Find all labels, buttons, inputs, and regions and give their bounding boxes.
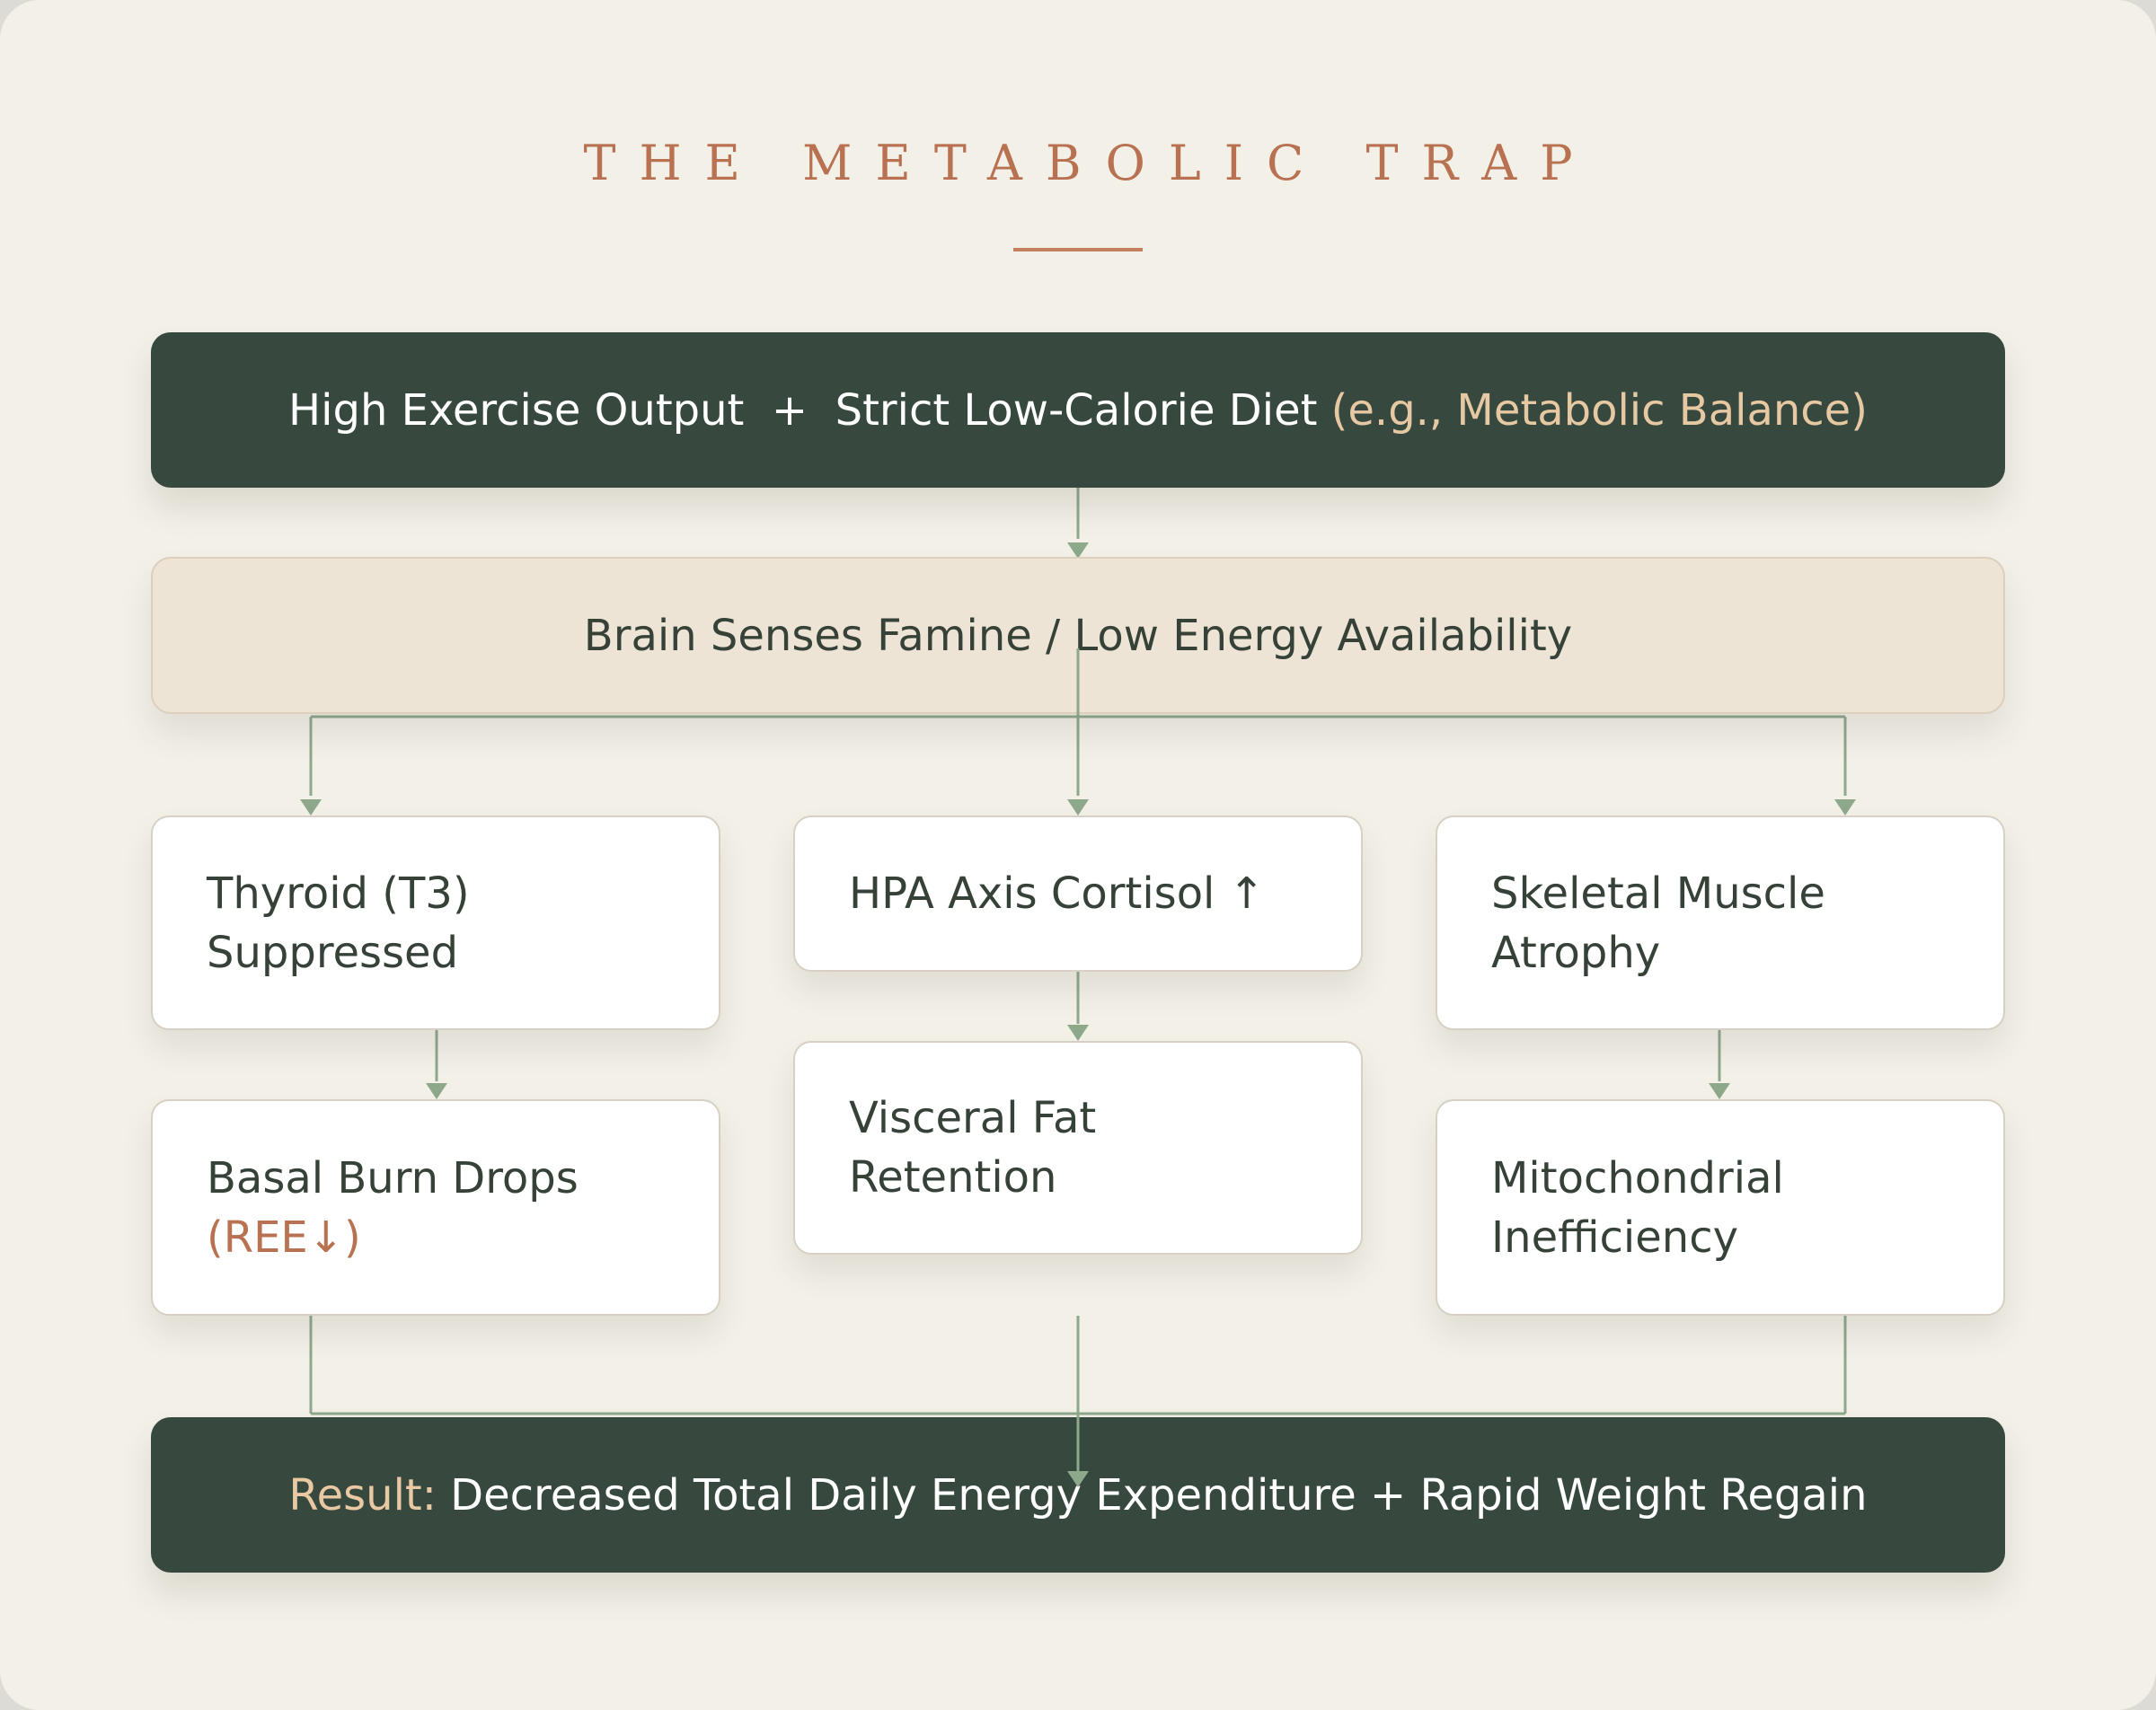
- arrowhead-input-to-trigger: [1067, 542, 1089, 559]
- mitochondrial-box-line1: Mitochondrial: [1491, 1152, 1784, 1203]
- result-box-text: Decreased Total Daily Energy Expenditure…: [436, 1469, 1868, 1520]
- mitochondrial-box-line2: Inefficiency: [1491, 1212, 1738, 1263]
- arrowhead-left-column: [426, 1083, 447, 1099]
- arrowhead-center-top: [1067, 799, 1089, 815]
- thyroid-box-line1: Thyroid (T3): [207, 868, 470, 919]
- input-box: High Exercise Output + Strict Low-Calori…: [151, 332, 2005, 488]
- cortisol-box: HPA Axis Cortisol ↑: [793, 815, 1363, 972]
- cortisol-box-line1: HPA Axis Cortisol ↑: [849, 868, 1265, 919]
- basal-burn-box-line1: Basal Burn Drops: [207, 1152, 579, 1203]
- muscle-atrophy-box: Skeletal Muscle Atrophy: [1436, 815, 2005, 1030]
- visceral-fat-box-line2: Retention: [849, 1152, 1057, 1203]
- basal-burn-box: Basal Burn Drops (REE↓): [151, 1099, 720, 1316]
- arrowhead-right-top: [1834, 799, 1856, 815]
- muscle-atrophy-box-line2: Atrophy: [1491, 927, 1661, 978]
- arrowhead-right-column: [1709, 1083, 1730, 1099]
- input-box-example: (e.g., Metabolic Balance): [1330, 384, 1868, 436]
- visceral-fat-box-line1: Visceral Fat: [849, 1093, 1097, 1143]
- trigger-box: Brain Senses Famine / Low Energy Availab…: [151, 557, 2005, 714]
- input-box-label: High Exercise Output + Strict Low-Calori…: [288, 384, 1331, 436]
- thyroid-box: Thyroid (T3) Suppressed: [151, 815, 720, 1030]
- basal-burn-box-line2: (REE↓): [207, 1212, 361, 1263]
- muscle-atrophy-box-line1: Skeletal Muscle: [1491, 868, 1825, 919]
- result-box-label: Result:: [288, 1469, 437, 1520]
- arrowhead-center-column: [1067, 1025, 1089, 1041]
- trigger-box-label: Brain Senses Famine / Low Energy Availab…: [583, 610, 1573, 661]
- visceral-fat-box: Visceral Fat Retention: [793, 1041, 1363, 1255]
- thyroid-box-line2: Suppressed: [207, 927, 459, 978]
- diagram-title: THE METABOLIC TRAP: [583, 135, 1596, 191]
- mitochondrial-box: Mitochondrial Inefficiency: [1436, 1099, 2005, 1316]
- arrowhead-left-top: [300, 799, 322, 815]
- title-divider: [1013, 248, 1143, 251]
- result-box: Result: Decreased Total Daily Energy Exp…: [151, 1417, 2005, 1573]
